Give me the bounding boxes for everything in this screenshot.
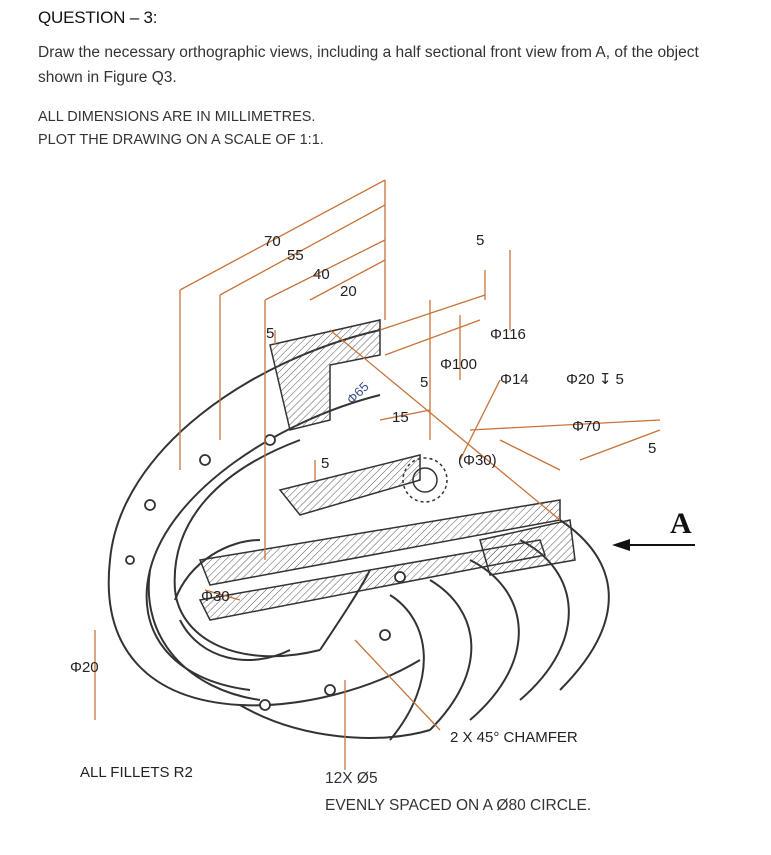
note-scale: PLOT THE DRAWING ON A SCALE OF 1:1. — [38, 132, 324, 148]
dim-phi30-paren: (Φ30) — [458, 452, 497, 469]
dim-40: 40 — [313, 266, 330, 283]
dim-counterbore-depth: Φ20 ↧ 5 — [566, 371, 624, 388]
dim-5-vert: 5 — [420, 374, 428, 391]
dim-counterbore: Φ14 — [500, 371, 529, 388]
dim-20: 20 — [340, 283, 357, 300]
fillets-note: ALL FILLETS R2 — [80, 764, 193, 781]
chamfer-note: 2 X 45° CHAMFER — [450, 729, 578, 746]
view-arrow[interactable] — [612, 539, 695, 551]
dim-70: 70 — [264, 233, 281, 250]
dim-phi20: Φ20 — [70, 659, 99, 676]
dim-55: 55 — [287, 247, 304, 264]
bolt-holes — [125, 434, 406, 711]
section-hatching — [198, 319, 576, 621]
view-label: A — [670, 507, 692, 540]
dim-phi100: Φ100 — [440, 356, 477, 373]
question-title: QUESTION – 3: — [38, 8, 158, 27]
dim-phi70: Φ70 — [572, 418, 601, 435]
dim-5-right: 5 — [648, 440, 656, 457]
dim-phi30: Φ30 — [201, 588, 230, 605]
dim-15: 15 — [392, 409, 409, 426]
dim-phi65: Φ65 — [344, 379, 372, 407]
question-text: Draw the necessary orthographic views, i… — [38, 44, 699, 86]
dim-5-top: 5 — [476, 232, 484, 249]
note-units: ALL DIMENSIONS ARE IN MILLIMETRES. — [38, 109, 316, 125]
holes-count: 12X Ø5 — [325, 770, 378, 787]
dim-5-left: 5 — [266, 325, 274, 342]
dim-5-mid: 5 — [321, 455, 329, 472]
dimension-lines — [94, 179, 661, 770]
holes-note: EVENLY SPACED ON A Ø80 CIRCLE. — [325, 797, 591, 814]
dim-phi116: Φ116 — [490, 326, 526, 343]
counterbore — [402, 457, 448, 503]
